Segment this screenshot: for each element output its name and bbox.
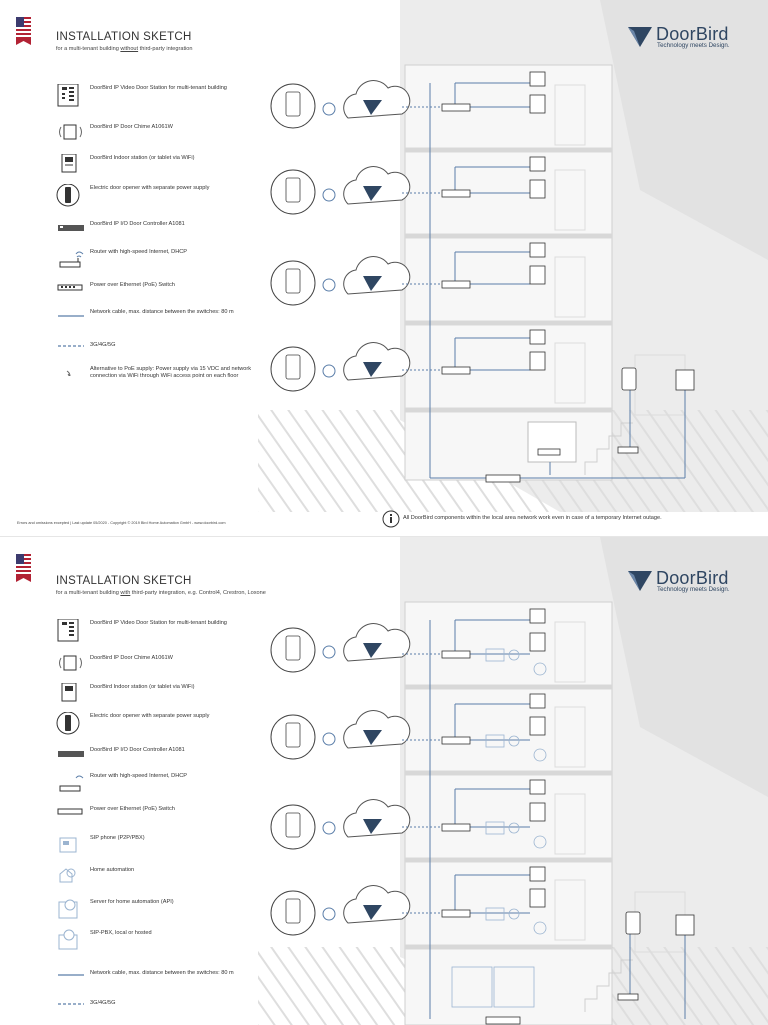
legend: DoorBird IP Video Door Station for multi… bbox=[56, 537, 266, 1025]
sip-phone-icon bbox=[59, 837, 77, 853]
door-opener-icon bbox=[56, 184, 80, 207]
brand-tagline: Technology meets Design. bbox=[657, 586, 730, 593]
legend-text: Electric door opener with separate power… bbox=[90, 185, 210, 191]
legend-text: DoorBird IP Door Chime A1061W bbox=[90, 655, 173, 661]
legend-item: Alternative to PoE supply: Power supply … bbox=[56, 365, 266, 385]
mobile-network-icon bbox=[58, 1003, 84, 1005]
page-title: INSTALLATION SKETCH bbox=[56, 31, 192, 43]
legend-item: Router with high-speed Internet, DHCP bbox=[56, 772, 266, 792]
legend-text: 3G/4G/5G bbox=[90, 1000, 116, 1006]
building-diagram bbox=[258, 537, 768, 1025]
legend-item: Electric door opener with separate power… bbox=[56, 184, 266, 207]
automation-server-icon bbox=[58, 899, 78, 919]
legend-item: Router with high-speed Internet, DHCP bbox=[56, 248, 266, 268]
legend-item: SIP-PBX, local or hosted bbox=[56, 929, 266, 950]
brand-tagline: Technology meets Design. bbox=[657, 42, 730, 49]
legend-item: Power over Ethernet (PoE) Switch bbox=[56, 805, 266, 825]
brand-name: DoorBird bbox=[656, 568, 729, 588]
legend-item: DoorBird Indoor station (or tablet via W… bbox=[56, 683, 266, 703]
wifi-icon bbox=[66, 370, 71, 377]
door-opener-icon bbox=[56, 712, 80, 735]
us-flag-icon bbox=[16, 17, 31, 45]
legend-item: Server for home automation (API) bbox=[56, 898, 266, 919]
indoor-station-icon bbox=[61, 154, 77, 173]
legend-text: SIP-PBX, local or hosted bbox=[90, 930, 152, 936]
legend-text: DoorBird IP Video Door Station for multi… bbox=[90, 620, 227, 626]
legend-text: SIP phone (P2P/PBX) bbox=[90, 835, 145, 841]
legend-text: Home automation bbox=[90, 867, 135, 873]
doorbird-logo-icon bbox=[628, 27, 652, 47]
installation-sketch-page-2: INSTALLATION SKETCH for a multi-tenant b… bbox=[0, 536, 768, 1025]
legend-item: Home automation bbox=[56, 866, 266, 886]
legend-item: Network cable, max. distance between the… bbox=[56, 969, 266, 989]
page-title: INSTALLATION SKETCH bbox=[56, 575, 192, 587]
us-flag-icon bbox=[16, 554, 31, 582]
indoor-station-icon bbox=[61, 683, 77, 702]
legend-text: Power over Ethernet (PoE) Switch bbox=[90, 806, 175, 812]
legend-item: 3G/4G/5G bbox=[56, 341, 266, 361]
legend-item: SIP phone (P2P/PBX) bbox=[56, 834, 266, 854]
io-controller-icon bbox=[58, 225, 84, 231]
video-door-station-icon bbox=[57, 619, 79, 642]
mobile-network-icon bbox=[58, 345, 84, 347]
installation-sketch-page-1: INSTALLATION SKETCH for a multi-tenant b… bbox=[0, 0, 768, 512]
video-door-station-icon bbox=[57, 84, 79, 107]
door-chime-icon bbox=[59, 124, 82, 140]
door-chime-icon bbox=[59, 655, 82, 671]
legend-text: Network cable, max. distance between the… bbox=[90, 309, 234, 315]
legend-text: DoorBird IP Door Chime A1061W bbox=[90, 124, 173, 130]
legend-item: Electric door opener with separate power… bbox=[56, 712, 266, 735]
legend-text: Power over Ethernet (PoE) Switch bbox=[90, 282, 175, 288]
legend-text: DoorBird Indoor station (or tablet via W… bbox=[90, 155, 195, 161]
legend-text: DoorBird Indoor station (or tablet via W… bbox=[90, 684, 195, 690]
legend-item: 3G/4G/5G bbox=[56, 999, 266, 1019]
io-controller-icon bbox=[58, 751, 84, 757]
legend-text: Router with high-speed Internet, DHCP bbox=[90, 773, 188, 779]
router-icon bbox=[59, 251, 84, 268]
network-cable-icon bbox=[58, 974, 84, 976]
home-automation-icon bbox=[59, 868, 76, 883]
legend-text: DoorBird IP I/O Door Controller A1081 bbox=[90, 747, 185, 753]
legend-text: Alternative to PoE supply: Power supply … bbox=[90, 366, 252, 380]
legend-item: DoorBird IP I/O Door Controller A1081 bbox=[56, 220, 266, 240]
router-icon bbox=[59, 775, 84, 792]
legend-item: DoorBird IP Video Door Station for multi… bbox=[56, 84, 266, 107]
footer-text: Errors and omissions excepted | Last upd… bbox=[17, 521, 226, 525]
legend-item: DoorBird Indoor station (or tablet via W… bbox=[56, 154, 266, 174]
legend-text: 3G/4G/5G bbox=[90, 342, 116, 348]
doorbird-logo-icon bbox=[628, 571, 652, 591]
page-subtitle: for a multi-tenant building without thir… bbox=[56, 46, 193, 52]
legend-text: Electric door opener with separate power… bbox=[90, 713, 210, 719]
info-icon bbox=[382, 510, 400, 528]
legend-item: DoorBird IP Door Chime A1061W bbox=[56, 123, 266, 143]
building-diagram bbox=[258, 0, 768, 512]
legend-text: Router with high-speed Internet, DHCP bbox=[90, 249, 188, 255]
legend-text: DoorBird IP Video Door Station for multi… bbox=[90, 85, 227, 91]
legend-text: Server for home automation (API) bbox=[90, 899, 174, 905]
legend-item: Network cable, max. distance between the… bbox=[56, 308, 266, 328]
legend-item: DoorBird IP Video Door Station for multi… bbox=[56, 619, 266, 642]
legend: DoorBird IP Video Door Station for multi… bbox=[56, 0, 266, 512]
sip-pbx-icon bbox=[58, 929, 78, 950]
legend-item: DoorBird IP I/O Door Controller A1081 bbox=[56, 746, 266, 766]
brand-name: DoorBird bbox=[656, 24, 729, 44]
legend-item: Power over Ethernet (PoE) Switch bbox=[56, 281, 266, 301]
legend-text: Network cable, max. distance between the… bbox=[90, 970, 234, 976]
legend-text: DoorBird IP I/O Door Controller A1081 bbox=[90, 221, 185, 227]
poe-switch-icon bbox=[57, 284, 83, 291]
legend-item: DoorBird IP Door Chime A1061W bbox=[56, 654, 266, 674]
page-subtitle: for a multi-tenant building with third-p… bbox=[56, 590, 266, 596]
offline-note: All DoorBird components within the local… bbox=[403, 515, 662, 521]
network-cable-icon bbox=[58, 315, 84, 317]
poe-switch-icon bbox=[57, 808, 83, 815]
